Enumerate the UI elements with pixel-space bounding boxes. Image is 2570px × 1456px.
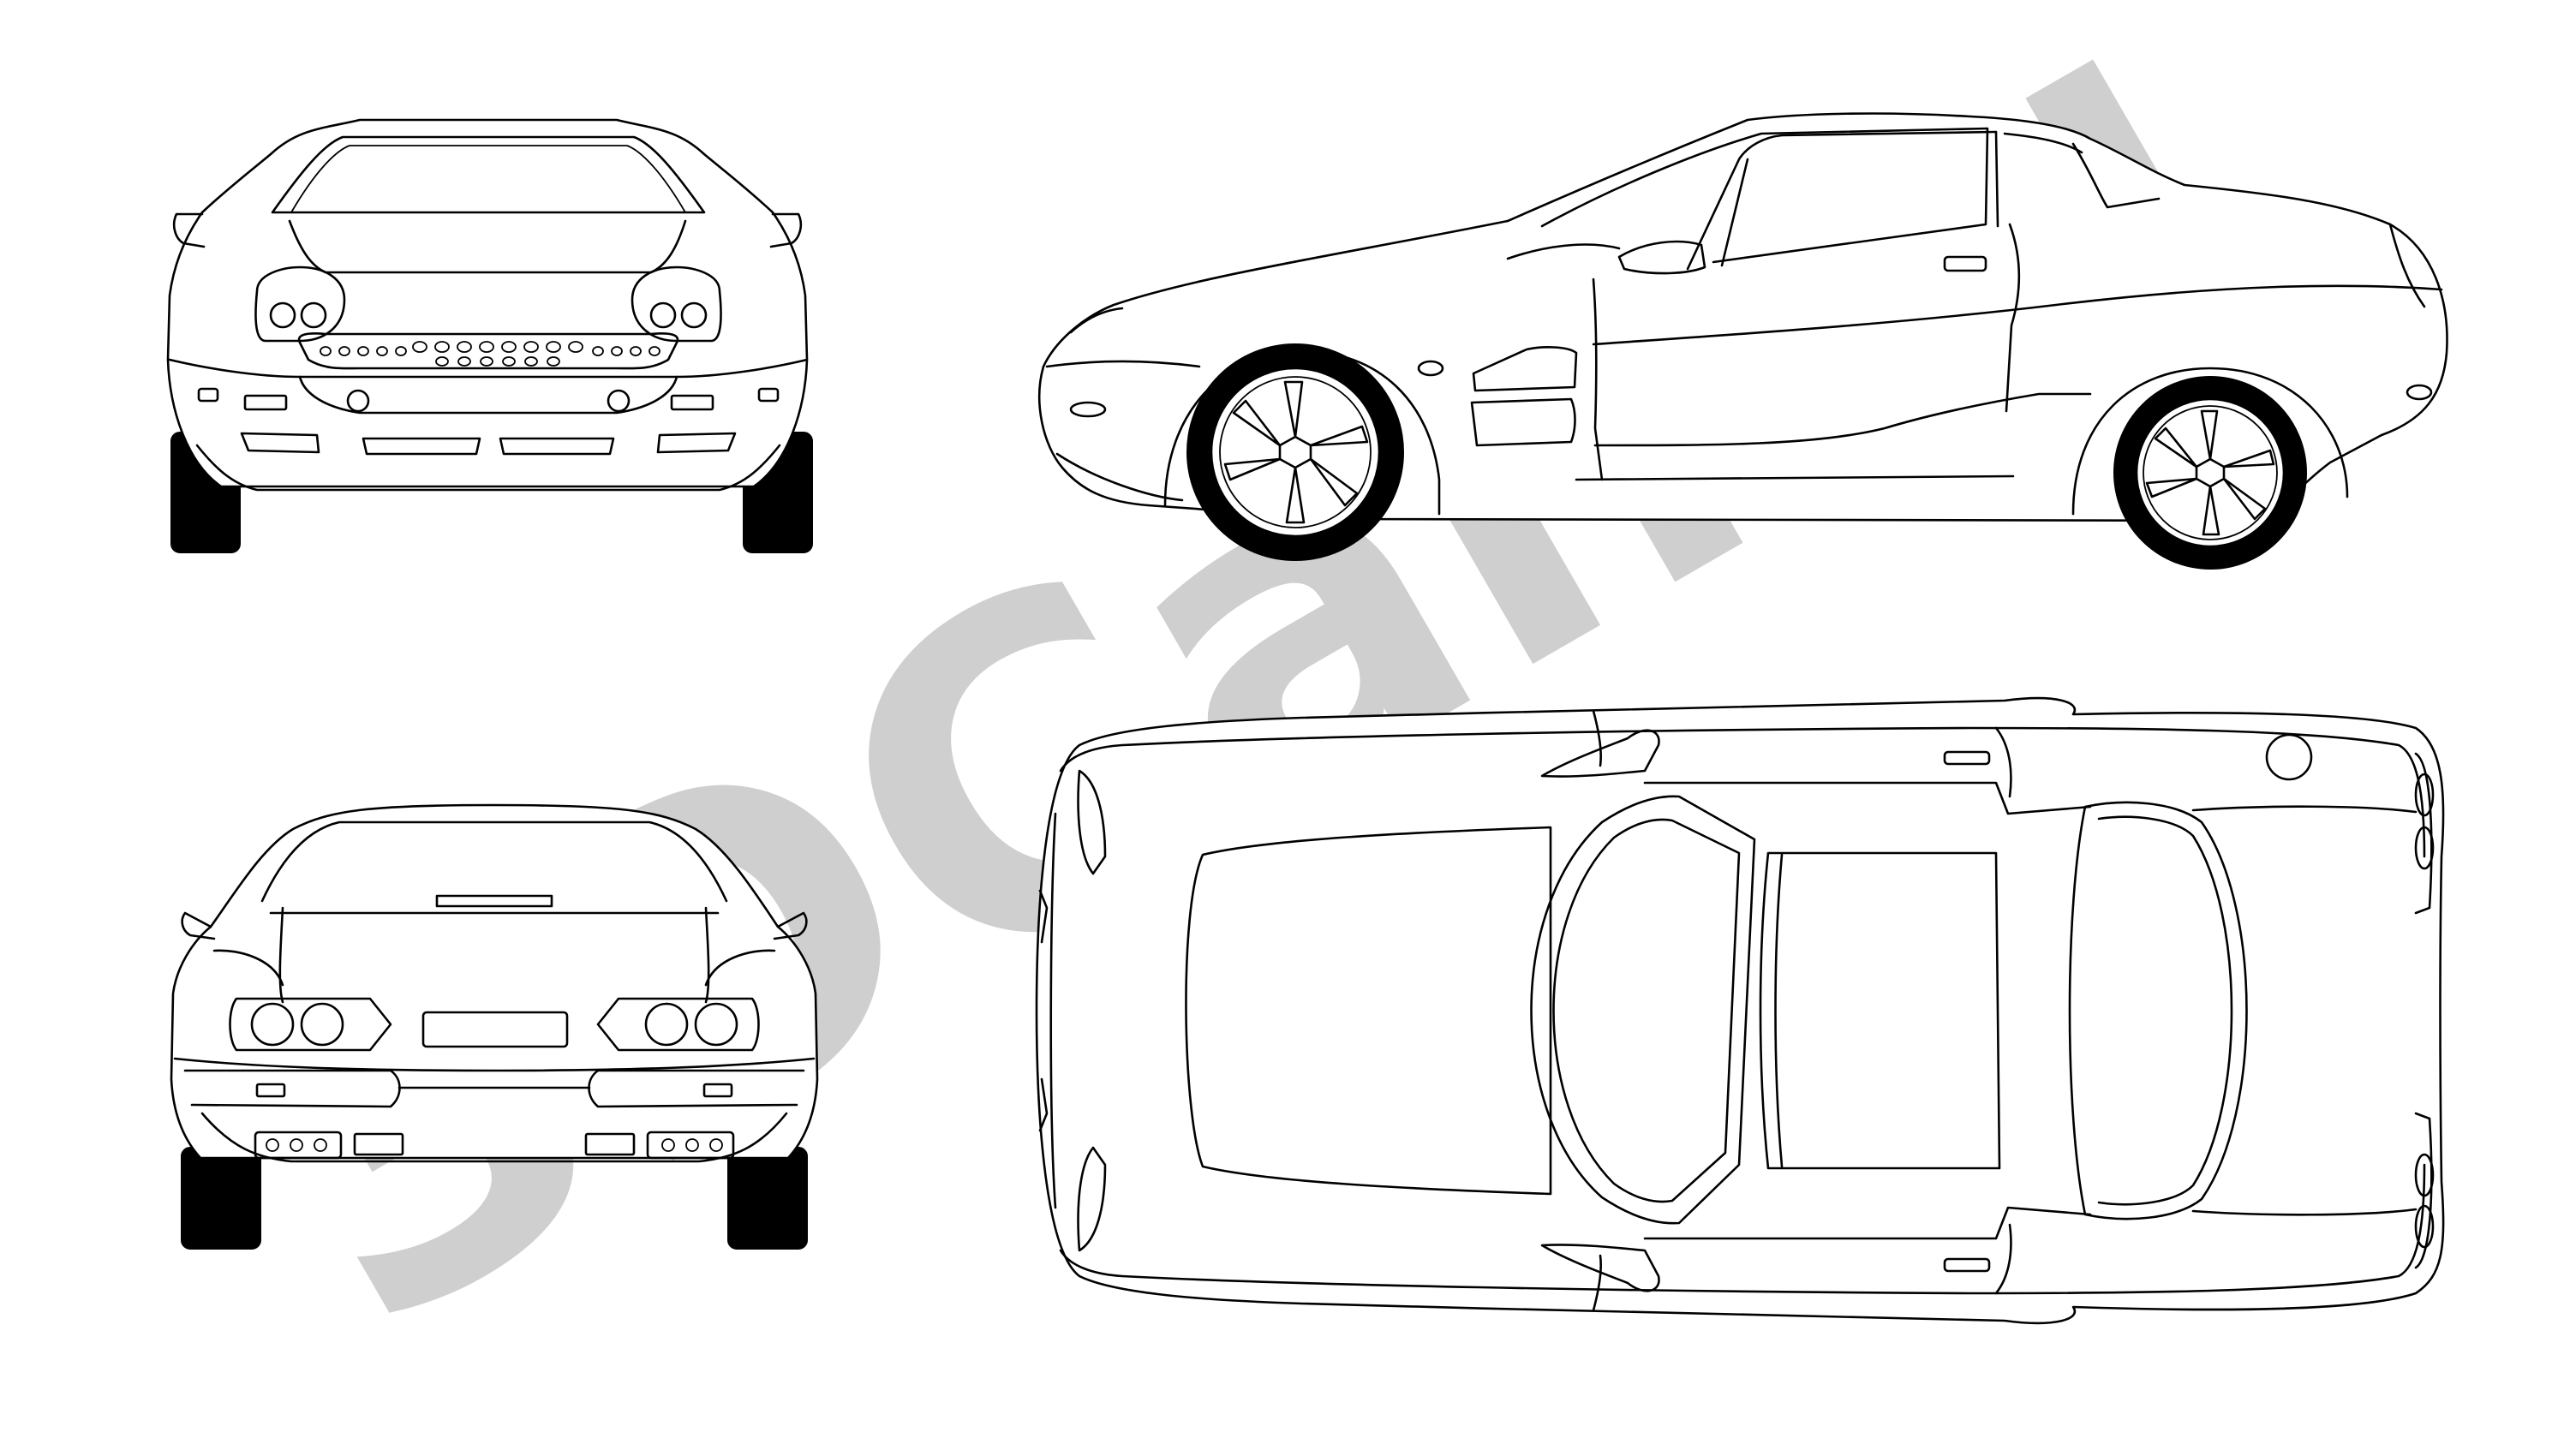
front-hood	[288, 219, 687, 274]
rear-right-taillight	[596, 997, 760, 1052]
side-rear-wheel-arch	[2071, 367, 2349, 516]
top-body-outline	[1035, 696, 2445, 1325]
top-right-mirror	[1540, 1244, 1660, 1292]
front-body-outline	[166, 118, 809, 488]
rear-right-tire	[727, 1147, 808, 1250]
front-grille-holes	[320, 341, 660, 367]
top-fuel-cap	[2265, 733, 2313, 781]
top-rear-lights	[2414, 752, 2435, 1269]
side-window	[1540, 127, 1989, 264]
side-vent-upper	[1472, 346, 1578, 392]
top-roof	[1759, 851, 2001, 1170]
side-view	[1037, 112, 2448, 570]
rear-brake-light	[435, 894, 553, 908]
top-left-door-handle	[1943, 750, 1991, 766]
side-vent-lower	[1470, 397, 1576, 447]
rear-left-taillight	[229, 997, 392, 1052]
front-left-headlight	[254, 266, 346, 343]
side-door	[1592, 277, 1604, 481]
top-view	[1035, 696, 2445, 1325]
front-left-mirror	[172, 212, 206, 248]
side-rear-wheel	[2113, 376, 2307, 570]
top-right-door-handle	[1943, 1257, 1991, 1273]
front-view	[166, 118, 813, 553]
top-hood	[1185, 826, 1552, 1196]
rear-window	[260, 820, 728, 903]
front-grille	[297, 332, 679, 370]
top-windshield	[1530, 795, 1756, 1225]
top-rear-window	[2068, 801, 2248, 1220]
rear-license-plate	[421, 1011, 569, 1048]
side-door-handle	[1943, 255, 1987, 272]
rear-view	[170, 803, 819, 1250]
side-front-wheel	[1186, 343, 1404, 561]
top-left-mirror	[1540, 729, 1660, 778]
rear-left-tire	[181, 1147, 261, 1250]
front-right-mirror	[769, 212, 803, 248]
side-mirror	[1617, 240, 1706, 275]
front-right-headlight	[631, 266, 722, 343]
front-windshield	[271, 135, 706, 214]
